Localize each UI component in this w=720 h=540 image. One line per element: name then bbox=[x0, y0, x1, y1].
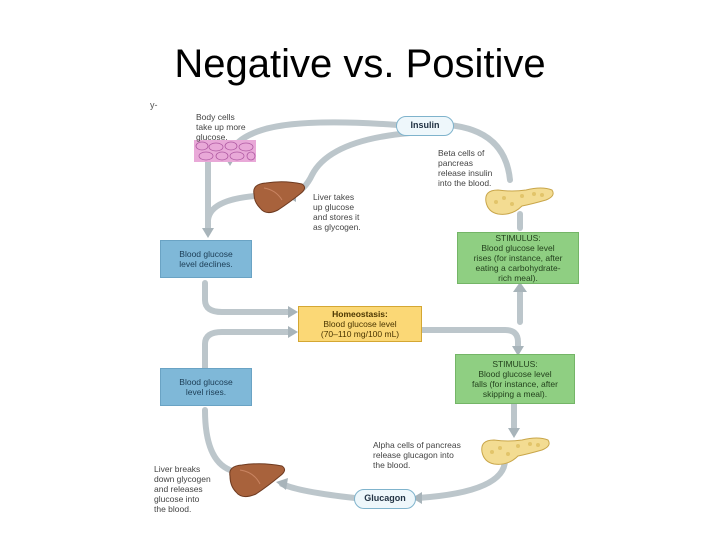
stimulus-low-box: STIMULUS: Blood glucose level falls (for… bbox=[455, 354, 575, 404]
liver-icon bbox=[229, 463, 286, 498]
corner-mark: y- bbox=[150, 100, 158, 110]
homeostasis-box: Homeostasis: Blood glucose level (70–110… bbox=[298, 306, 422, 342]
stimulus-high-box: STIMULUS: Blood glucose level rises (for… bbox=[457, 232, 579, 284]
liver-takes-note: Liver takes up glucose and stores it as … bbox=[313, 192, 361, 232]
glucagon-label: Glucagon bbox=[354, 489, 416, 509]
pancreas-icon bbox=[485, 187, 554, 215]
body-cells-note: Body cells take up more glucose. bbox=[196, 112, 246, 142]
glucose-rises-box: Blood glucose level rises. bbox=[160, 368, 252, 406]
body-cells-icon bbox=[194, 140, 256, 162]
alpha-cells-note: Alpha cells of pancreas release glucagon… bbox=[373, 440, 461, 470]
pancreas-icon bbox=[481, 437, 550, 465]
insulin-label: Insulin bbox=[396, 116, 454, 136]
homeostasis-range: Blood glucose level (70–110 mg/100 mL) bbox=[320, 319, 400, 339]
liver-breaks-note: Liver breaks down glycogen and releases … bbox=[154, 464, 211, 514]
beta-cells-note: Beta cells of pancreas release insulin i… bbox=[438, 148, 493, 188]
glucose-declines-box: Blood glucose level declines. bbox=[160, 240, 252, 278]
homeostasis-heading: Homeostasis: bbox=[332, 309, 388, 319]
slide-title: Negative vs. Positive bbox=[174, 42, 546, 86]
liver-icon bbox=[253, 181, 306, 214]
